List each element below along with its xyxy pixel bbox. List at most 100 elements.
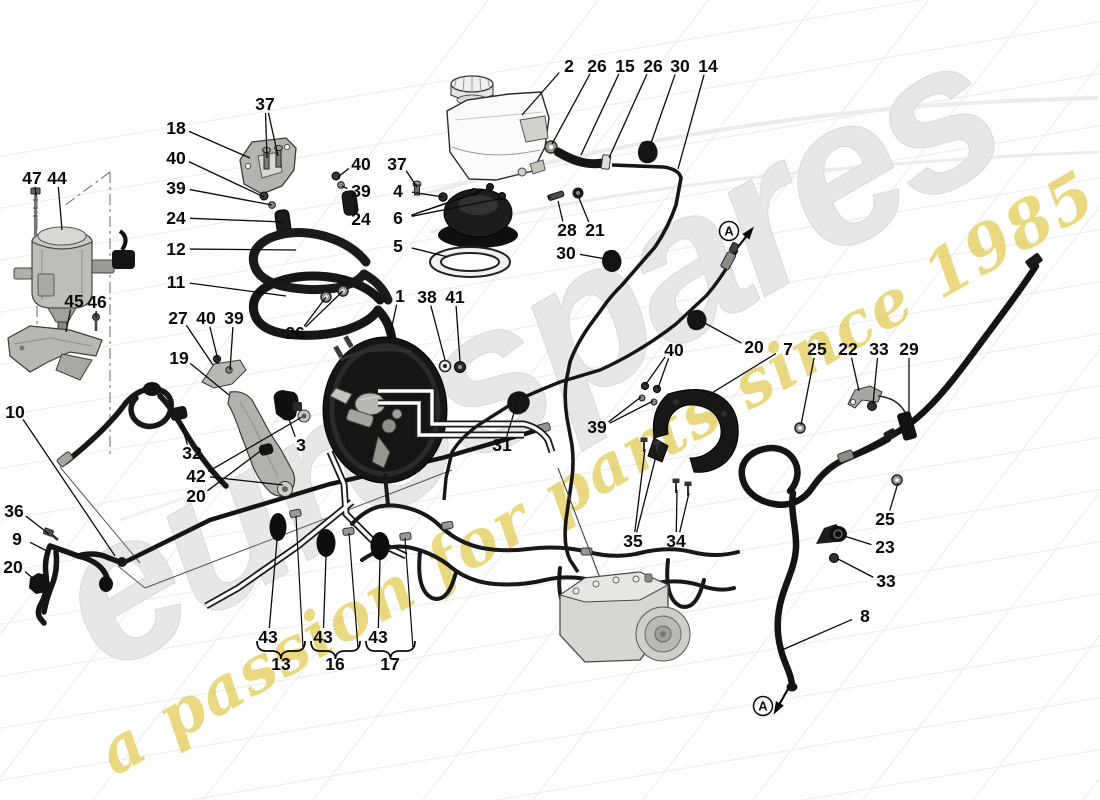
callout-label: 8	[860, 606, 870, 626]
callout-31: 31	[492, 402, 518, 455]
callout-label: 34	[666, 531, 686, 551]
callout-label: 30	[556, 243, 576, 263]
leader-line	[229, 326, 234, 371]
leader-line	[188, 130, 251, 159]
pigtail-wire	[877, 395, 907, 415]
callout-37: 37	[255, 94, 279, 159]
callout-22: 22	[838, 339, 860, 392]
callout-8: 8	[781, 606, 870, 651]
leader-line	[850, 357, 860, 392]
reference-lines	[59, 466, 453, 589]
callout-label: 14	[698, 56, 718, 76]
callout-label: 43	[368, 627, 388, 647]
callout-24: 24	[166, 208, 285, 228]
callout-label: 37	[255, 94, 274, 114]
callout-label: 39	[351, 181, 371, 201]
callout-label: 47	[22, 168, 41, 188]
leader-line	[264, 112, 268, 159]
pipe-14	[563, 163, 683, 573]
callout-label: 35	[623, 531, 643, 551]
nut-40-left	[259, 191, 276, 209]
leader-line	[305, 290, 344, 328]
brake-system-drawing	[7, 75, 1043, 692]
callout-label: 40	[664, 340, 684, 360]
leader-line	[889, 482, 899, 511]
marker-circle	[752, 695, 774, 717]
mounting-bracket-18	[239, 137, 297, 195]
bolt-37-right	[412, 180, 422, 196]
leader-line	[189, 248, 297, 251]
leader-line	[267, 112, 279, 157]
leader-line	[645, 356, 666, 385]
leader-line	[455, 305, 461, 362]
leader-line	[209, 476, 284, 486]
marker-letter: A	[724, 224, 734, 239]
callout-3: 3	[286, 413, 306, 455]
callout-label: 5	[393, 236, 403, 256]
callout-label: 39	[587, 417, 607, 437]
grommet-20-left	[29, 573, 50, 594]
callout-label: 20	[3, 557, 23, 577]
leader-line	[411, 197, 504, 217]
leader-line	[188, 161, 265, 198]
leader-line	[872, 357, 879, 405]
callout-20: 20	[3, 557, 36, 581]
brace	[256, 640, 306, 660]
leader-line	[843, 535, 872, 546]
callout-37: 37	[387, 154, 418, 188]
callout-label: 32	[182, 443, 202, 463]
callout-label: 28	[557, 220, 577, 240]
pipe-group-17: 17	[365, 537, 416, 674]
detail-marker-layer: AA	[718, 220, 789, 717]
leader-line	[608, 73, 648, 159]
detail-marker-A: A	[718, 220, 754, 248]
grommet-30b	[602, 249, 622, 272]
callout-40: 40	[166, 148, 265, 198]
leader-line	[608, 396, 642, 423]
grommet-32	[169, 406, 188, 421]
callout-43: 43	[258, 539, 278, 647]
grommet-31	[507, 391, 530, 415]
callout-1: 1	[388, 286, 405, 341]
callout-15: 15	[580, 56, 635, 156]
callout-label: 26	[285, 323, 305, 343]
callout-label: 41	[445, 287, 465, 307]
callout-20: 20	[700, 320, 764, 357]
pipe-group-label: 13	[271, 654, 291, 674]
leader-line	[405, 170, 418, 188]
leader-line	[411, 247, 449, 258]
main-brake-pipe	[120, 425, 548, 566]
callout-label: 20	[186, 486, 206, 506]
callout-label: 9	[12, 529, 22, 549]
callout-32: 32	[180, 421, 202, 463]
grommets-43	[269, 513, 390, 560]
leader-line	[781, 618, 853, 651]
callout-25: 25	[800, 339, 827, 426]
leader-line	[388, 304, 398, 341]
leader-line	[800, 357, 815, 426]
callout-label: 18	[166, 118, 186, 138]
callout-label: 43	[258, 627, 278, 647]
leader-line	[25, 515, 50, 535]
callout-label: 46	[87, 292, 107, 312]
washer-41	[454, 361, 466, 373]
leader-line	[189, 282, 287, 297]
brace-riser	[404, 537, 414, 649]
leader-line	[180, 421, 188, 445]
hose-connector	[143, 382, 161, 396]
bolt-33b	[829, 553, 839, 563]
callout-label: 20	[744, 337, 764, 357]
leader-line	[634, 448, 646, 533]
callout-label: 30	[670, 56, 690, 76]
leader-line	[34, 186, 37, 197]
bundle-fittings	[289, 508, 593, 556]
callout-label: 44	[47, 168, 67, 188]
callout-20: 20	[186, 448, 264, 506]
callout-33: 33	[837, 558, 896, 591]
callout-label: 40	[196, 308, 216, 328]
marker-arrow-head	[773, 701, 784, 715]
pipe-group-label: 17	[380, 654, 399, 674]
leader-line	[679, 492, 690, 533]
